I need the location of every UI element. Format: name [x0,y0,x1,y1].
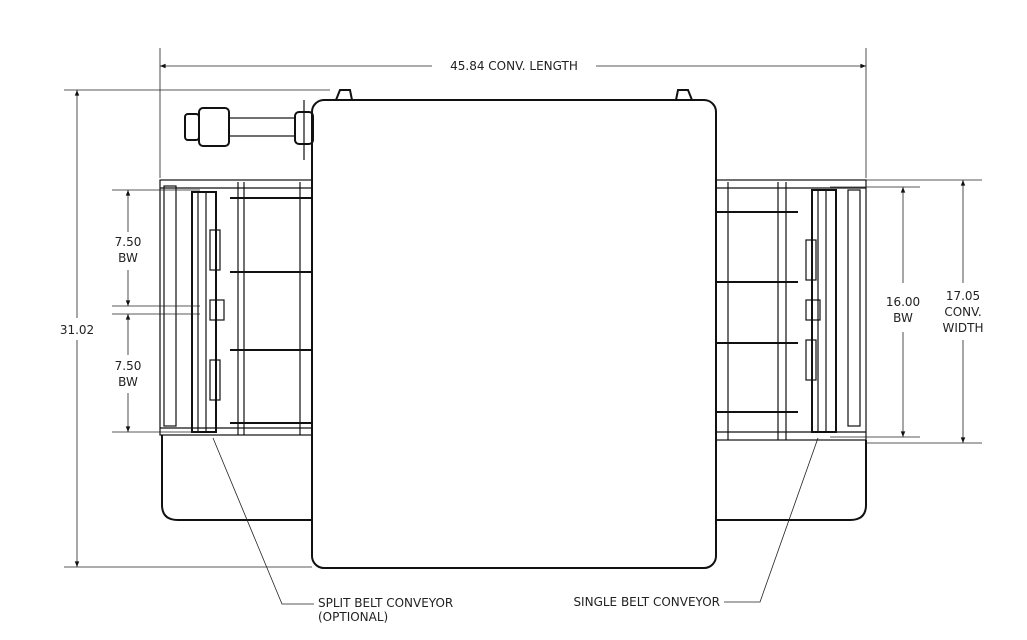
split-belt-optional: (OPTIONAL) [318,610,388,624]
height-dimension: 31.02 [60,89,330,568]
split-bw-bottom-value: 7.50 [115,359,142,373]
split-belt-label: SPLIT BELT CONVEYOR [318,596,453,610]
length-dimension: 45.84 CONV. LENGTH [159,48,867,178]
conv-width-value: 17.05 [946,289,980,303]
single-belt-label: SINGLE BELT CONVEYOR [573,595,720,609]
single-belt-callout: SINGLE BELT CONVEYOR [573,437,819,609]
drive-motor [184,100,314,160]
single-belt-dimensions: 16.00 BW 17.05 CONV. WIDTH [830,179,984,444]
conv-width-line2: CONV. [944,305,981,319]
split-belt-callout: SPLIT BELT CONVEYOR (OPTIONAL) [212,437,453,624]
split-bw-top-unit: BW [118,251,138,265]
split-bw-top-value: 7.50 [115,235,142,249]
central-cabinet [311,89,717,569]
single-bw-value: 16.00 [886,295,920,309]
split-belt-dimensions: 7.50 BW 7.50 BW [112,189,200,433]
height-label: 31.02 [60,323,94,337]
conv-width-line3: WIDTH [943,321,984,335]
split-belt-conveyor [159,179,313,521]
split-bw-bottom-unit: BW [118,375,138,389]
single-belt-conveyor [715,179,867,521]
length-label: 45.84 CONV. LENGTH [450,59,578,73]
single-bw-unit: BW [893,311,913,325]
